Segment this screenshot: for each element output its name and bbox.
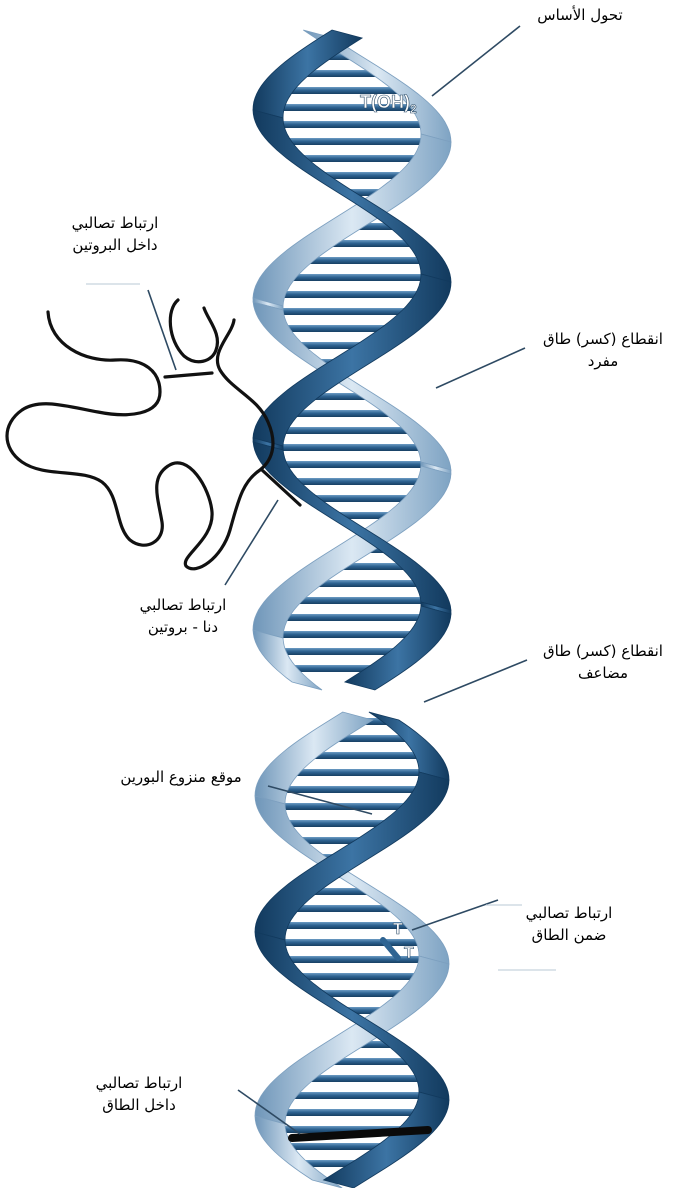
leader-intrastrand xyxy=(412,900,498,930)
label-depurinated-site: موقع منزوع البورين xyxy=(96,766,266,788)
backbone-segment xyxy=(324,1092,449,1188)
leader-single-strand-break xyxy=(436,348,525,388)
label-double-strand-line2: مضاعف xyxy=(528,662,678,684)
modified-base-mark: T(OH)2 xyxy=(360,92,417,116)
base-pair-rung xyxy=(268,631,425,638)
base-pair-rung xyxy=(269,291,432,298)
base-pair-rung xyxy=(280,138,436,145)
label-single-strand-line1: انقطاع (كسر) طاق xyxy=(528,328,678,350)
label-intra-protein-line1: ارتباط تصالبي xyxy=(40,212,190,234)
label-intra-protein-line2: داخل البروتين xyxy=(40,234,190,256)
label-base-change: تحول الأساس xyxy=(520,4,640,26)
label-intrastrand-line2: ضمن الطاق xyxy=(494,924,644,946)
base-pair-rung xyxy=(298,155,430,162)
thymine-dimer-mark-1: T xyxy=(393,921,403,938)
label-double-strand-line1: انقطاع (كسر) طاق xyxy=(528,640,678,662)
base-pair-rung xyxy=(271,1109,430,1116)
label-interstrand-line1: ارتباط تصالبي xyxy=(64,1072,214,1094)
dna-helix-upper xyxy=(253,30,451,690)
base-pair-rung xyxy=(272,614,435,621)
base-pair-rung xyxy=(269,308,419,315)
base-pair-rung xyxy=(270,121,433,128)
label-interstrand-crosslink: ارتباط تصالبي داخل الطاق xyxy=(64,1072,214,1116)
base-pair-rung xyxy=(290,478,434,485)
label-intra-protein-crosslink: ارتباط تصالبي داخل البروتين xyxy=(40,212,190,256)
base-pair-rung xyxy=(270,427,416,434)
leader-dna-protein xyxy=(225,500,278,585)
label-intrastrand-crosslink: ارتباط تصالبي ضمن الطاق xyxy=(494,902,644,946)
protein-chain-loop xyxy=(170,300,217,362)
label-dna-protein-line2: دنا - بروتين xyxy=(108,616,258,638)
base-pair-rung xyxy=(281,769,434,776)
thymine-dimer-mark-2: T xyxy=(404,945,414,962)
base-pair-rung xyxy=(283,597,435,604)
base-pair-rung xyxy=(279,1092,434,1099)
base-pair-rung xyxy=(278,274,437,281)
label-dna-protein-crosslink: ارتباط تصالبي دنا - بروتين xyxy=(108,594,258,638)
base-pair-rung xyxy=(296,973,430,980)
label-single-strand-line2: مفرد xyxy=(528,350,678,372)
base-pairs-lower xyxy=(271,718,434,1167)
dna-helix-lower xyxy=(255,712,449,1188)
label-depurinated-text: موقع منزوع البورين xyxy=(96,766,266,788)
label-intrastrand-line1: ارتباط تصالبي xyxy=(494,902,644,924)
label-double-strand-break: انقطاع (كسر) طاق مضاعف xyxy=(528,640,678,684)
label-single-strand-break: انقطاع (كسر) طاق مفرد xyxy=(528,328,678,372)
label-base-change-text: تحول الأساس xyxy=(520,4,640,26)
leader-double-strand-break xyxy=(424,660,527,702)
base-pair-rung xyxy=(272,786,431,793)
base-pair-rung xyxy=(275,461,436,468)
label-interstrand-line2: داخل الطاق xyxy=(64,1094,214,1116)
label-dna-protein-line1: ارتباط تصالبي xyxy=(108,594,258,616)
backbone-segment xyxy=(253,630,322,690)
leader-base-change xyxy=(432,26,520,96)
base-pair-rung xyxy=(268,444,430,451)
protein-chain xyxy=(7,312,273,569)
intra-protein-crosslink-bond xyxy=(165,373,212,377)
